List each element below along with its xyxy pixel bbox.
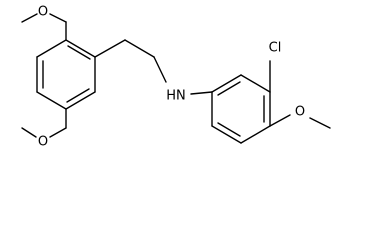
double-bond-inner <box>66 88 90 103</box>
bond <box>153 56 167 83</box>
chloro-substituent: Cl <box>269 41 282 93</box>
benzyl-amine-linker: HN <box>94 39 213 104</box>
double-bond-inner <box>217 122 241 137</box>
chemical-structure-diagram: O O HN Cl O <box>21 5 331 150</box>
oxygen-label-right: O <box>295 105 305 120</box>
bond <box>211 74 242 93</box>
bond <box>190 91 213 95</box>
bond <box>124 39 155 58</box>
bond <box>65 91 96 110</box>
methoxy-right: O <box>269 105 331 129</box>
nh-label: HN <box>166 89 186 104</box>
double-bond-inner <box>67 45 91 60</box>
bond <box>49 13 67 23</box>
bond <box>21 13 38 23</box>
bond <box>211 125 242 144</box>
oxygen-label-top-left: O <box>38 5 48 20</box>
methoxy-bottom: O <box>21 108 67 150</box>
bond <box>21 127 37 138</box>
bond <box>240 125 271 144</box>
bond <box>36 39 67 58</box>
bond <box>240 74 271 93</box>
bond <box>94 39 126 58</box>
left-benzene-ring <box>36 39 96 110</box>
bond <box>49 127 67 138</box>
bond <box>36 91 67 110</box>
chlorine-label: Cl <box>269 41 282 56</box>
double-bond-inner <box>217 81 241 96</box>
bond <box>269 114 291 127</box>
bond <box>309 117 331 129</box>
right-benzene-ring <box>211 74 271 144</box>
methoxy-top: O <box>21 5 67 41</box>
oxygen-label-bottom-left: O <box>38 135 48 150</box>
bond <box>65 39 96 58</box>
